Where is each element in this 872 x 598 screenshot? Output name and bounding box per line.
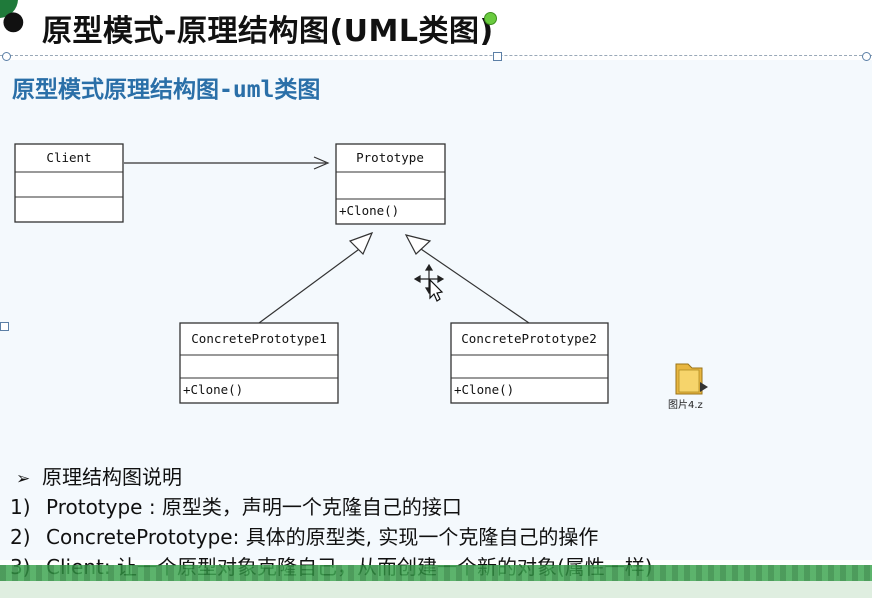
generalization-concrete2 (404, 234, 530, 324)
class-name-concrete1: ConcretePrototype1 (191, 331, 326, 346)
slide-title[interactable]: 原型模式-原理结构图(UML类图) (42, 14, 494, 49)
resize-handle-left[interactable] (2, 52, 11, 61)
class-concrete-prototype-2[interactable]: ConcretePrototype2 +Clone() (450, 322, 609, 404)
bottom-strip (0, 581, 872, 598)
method-concrete1-clone: +Clone() (183, 382, 243, 397)
decorative-green-bar (0, 565, 872, 581)
rotate-handle[interactable] (484, 12, 497, 25)
diagram-subtitle: 原型模式原理结构图-uml类图 (12, 77, 321, 103)
class-name-concrete2: ConcretePrototype2 (461, 331, 596, 346)
resize-handle-bottom[interactable] (493, 52, 502, 61)
list-item: 2) ConcretePrototype: 具体的原型类, 实现一个克隆自己的操作 (10, 522, 870, 552)
uml-class-diagram: Client Prototype +Clone() ConcreteProtot… (14, 143, 609, 404)
class-name-client: Client (46, 150, 91, 165)
class-client[interactable]: Client (14, 143, 124, 223)
list-item: 1) Prototype : 原型类，声明一个克隆自己的接口 (10, 492, 870, 522)
method-prototype-clone: +Clone() (339, 203, 399, 218)
selection-border (0, 55, 872, 56)
title-bullet-icon: ● (2, 6, 25, 36)
notes-heading: ➢ 原理结构图说明 (10, 462, 870, 492)
class-prototype[interactable]: Prototype +Clone() (335, 143, 446, 225)
generalization-concrete1 (258, 231, 374, 324)
list-item-number: 1) (10, 495, 31, 519)
list-item-number: 2) (10, 525, 31, 549)
folder-file-icon[interactable] (670, 360, 710, 410)
resize-handle-side[interactable] (0, 322, 9, 331)
class-name-prototype: Prototype (356, 150, 424, 165)
arrow-bullet-icon: ➢ (16, 469, 31, 489)
move-cursor-icon (414, 264, 445, 302)
list-item-text: ConcretePrototype: 具体的原型类, 实现一个克隆自己的操作 (46, 525, 599, 549)
notes-heading-text: 原理结构图说明 (42, 465, 182, 489)
class-concrete-prototype-1[interactable]: ConcretePrototype1 +Clone() (179, 322, 339, 404)
resize-handle-right[interactable] (862, 52, 871, 61)
list-item-text: Prototype : 原型类，声明一个克隆自己的接口 (46, 495, 462, 519)
slide-content-area (0, 60, 872, 560)
association-client-prototype (124, 156, 330, 170)
notes-section: ➢ 原理结构图说明 1) Prototype : 原型类，声明一个克隆自己的接口 2… (10, 462, 870, 582)
method-concrete2-clone: +Clone() (454, 382, 514, 397)
slide-title-bar: ● 原型模式-原理结构图(UML类图) (0, 0, 872, 52)
file-icon-label[interactable]: 图片4.z (668, 400, 703, 411)
